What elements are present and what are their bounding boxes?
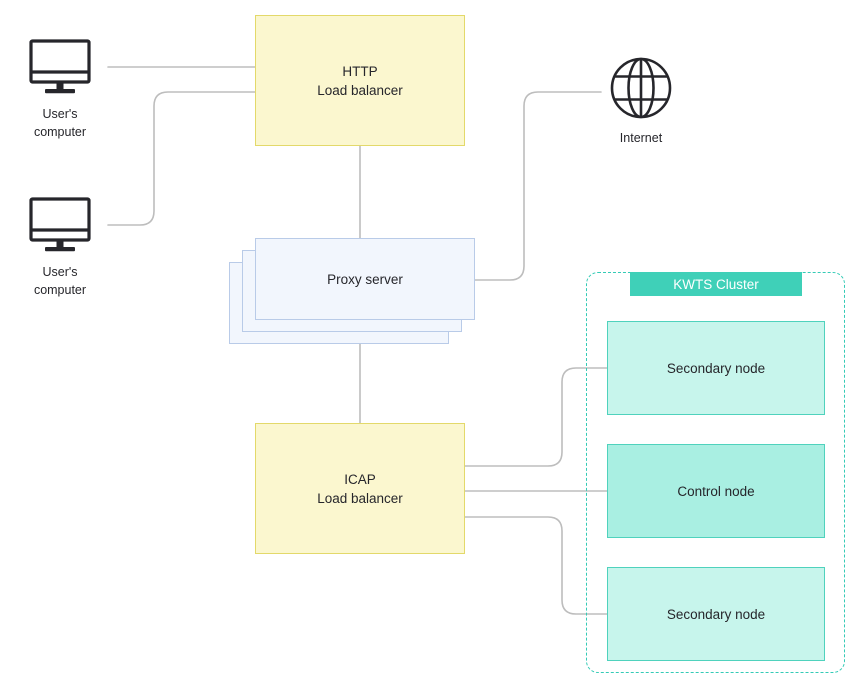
kwts-cluster-label: KWTS Cluster bbox=[673, 276, 759, 292]
http-load-balancer-box[interactable]: HTTP Load balancer bbox=[255, 15, 465, 146]
endpoint-user-computer-bottom: User's computer bbox=[20, 196, 100, 299]
endpoint-internet: Internet bbox=[601, 56, 681, 147]
proxy-server-box[interactable]: Proxy server bbox=[255, 238, 475, 320]
kwts-cluster-banner: KWTS Cluster bbox=[630, 272, 802, 296]
kwts-secondary-node-bottom[interactable]: Secondary node bbox=[607, 567, 825, 661]
kwts-secondary-node-top[interactable]: Secondary node bbox=[607, 321, 825, 415]
icap-load-balancer-line1: ICAP bbox=[344, 471, 376, 487]
endpoint-caption: User's computer bbox=[33, 107, 87, 139]
wire-proxy-to-internet bbox=[472, 91, 602, 281]
kwts-control-node[interactable]: Control node bbox=[607, 444, 825, 538]
proxy-server-stack[interactable]: Proxy server bbox=[229, 238, 479, 348]
kwts-node-label: Secondary node bbox=[666, 360, 766, 376]
globe-icon bbox=[609, 56, 673, 120]
proxy-server-label: Proxy server bbox=[327, 271, 403, 287]
endpoint-caption: Internet bbox=[619, 131, 663, 145]
http-load-balancer-line1: HTTP bbox=[342, 63, 378, 79]
kwts-node-label: Control node bbox=[677, 483, 755, 499]
icap-load-balancer-box[interactable]: ICAP Load balancer bbox=[255, 423, 465, 554]
endpoint-caption: User's computer bbox=[33, 265, 87, 297]
wire-user-bottom-to-http bbox=[107, 91, 256, 226]
icap-load-balancer-line2: Load balancer bbox=[317, 490, 403, 506]
monitor-icon bbox=[28, 38, 92, 96]
http-load-balancer-line2: Load balancer bbox=[317, 82, 403, 98]
endpoint-user-computer-top: User's computer bbox=[20, 38, 100, 141]
monitor-icon bbox=[28, 196, 92, 254]
kwts-node-label: Secondary node bbox=[666, 606, 766, 622]
